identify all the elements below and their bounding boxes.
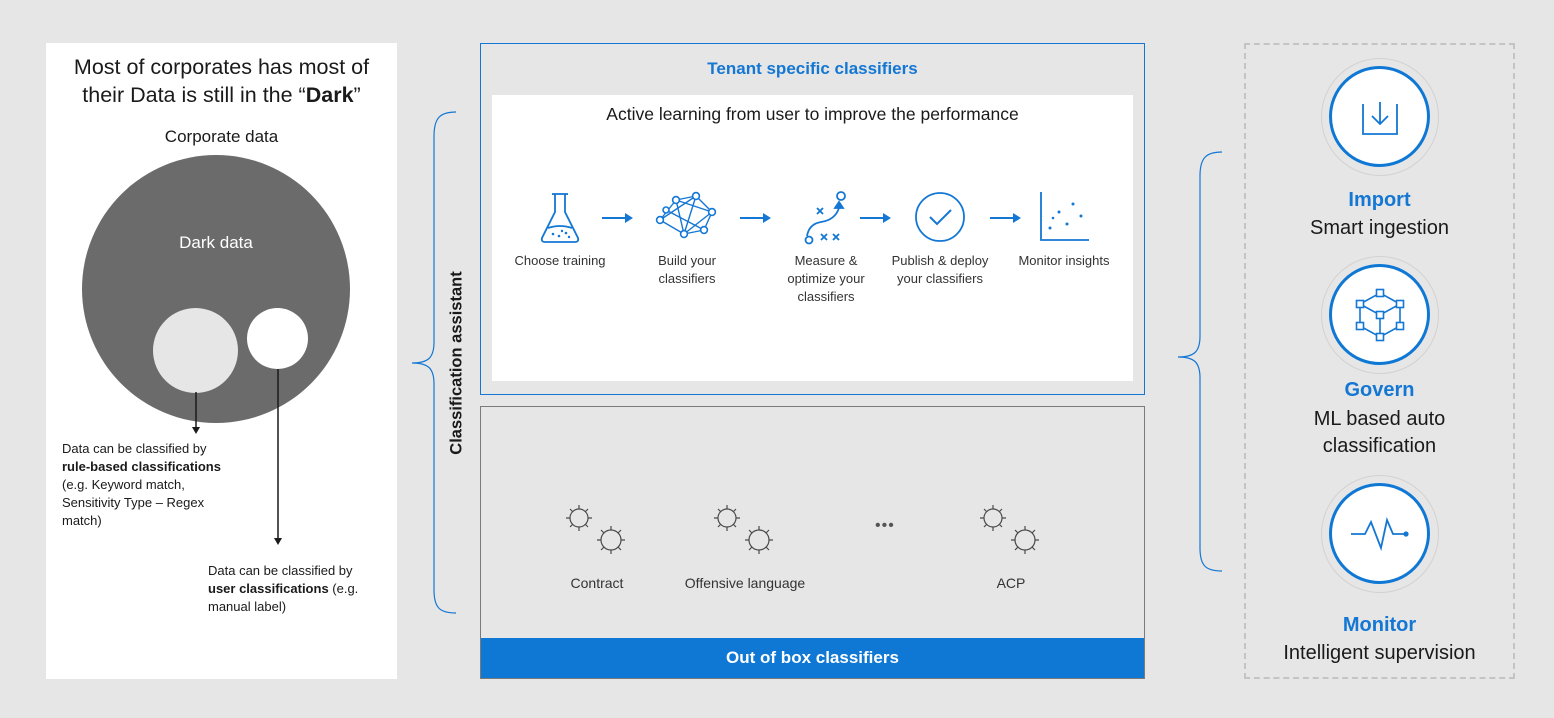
arrow-right-icon bbox=[740, 213, 771, 223]
checkmark-icon bbox=[915, 192, 965, 242]
user-classification-note: Data can be classified by user classific… bbox=[208, 562, 388, 616]
active-learning-title: Active learning from user to improve the… bbox=[606, 104, 1019, 124]
arrow-right-icon bbox=[602, 213, 633, 223]
dark-data-panel: Most of corporates has most of their Dat… bbox=[46, 43, 397, 679]
rule-note-suffix: (e.g. Keyword match, Sensitivity Type – … bbox=[62, 477, 205, 528]
ellipsis: ••• bbox=[875, 517, 895, 534]
classification-assistant-label: Classification assistant bbox=[447, 271, 466, 455]
out-of-box-title: Out of box classifiers bbox=[726, 648, 899, 667]
monitor-ring-inner bbox=[1329, 483, 1430, 584]
bug-icon bbox=[566, 505, 625, 554]
download-tray-icon bbox=[1361, 101, 1398, 135]
step-label: Choose training bbox=[514, 253, 606, 268]
left-brace bbox=[411, 111, 457, 614]
user-note-bold: user classifications bbox=[208, 581, 329, 596]
govern-ring-inner bbox=[1329, 264, 1430, 365]
flask-icon bbox=[540, 193, 580, 243]
bug-icon bbox=[714, 505, 773, 554]
user-note-prefix: Data can be classified by bbox=[208, 563, 353, 578]
govern-title: Govern bbox=[1344, 379, 1415, 401]
headline-line-2-suffix: ” bbox=[353, 83, 361, 107]
import-subtitle: Smart ingestion bbox=[1310, 217, 1449, 239]
step-label: Publish & deploy your classifiers bbox=[891, 253, 989, 286]
strategy-icon bbox=[804, 191, 846, 245]
rule-note-prefix: Data can be classified by bbox=[62, 441, 207, 456]
step-label: Build your classifiers bbox=[658, 253, 716, 286]
pulse-icon bbox=[1350, 516, 1409, 551]
active-learning-box: Active learning from user to improve the… bbox=[492, 95, 1133, 381]
corporate-data-label: Corporate data bbox=[164, 127, 279, 146]
headline: Most of corporates has most of their Dat… bbox=[46, 53, 397, 109]
import-ring-inner bbox=[1329, 66, 1430, 167]
govern-subtitle-line-2: classification bbox=[1322, 435, 1437, 457]
user-note-suffix: (e.g. manual label) bbox=[208, 581, 359, 614]
govern-ring bbox=[1321, 256, 1439, 374]
monitor-subtitle: Intelligent supervision bbox=[1283, 642, 1476, 664]
cube-network-icon bbox=[1355, 288, 1404, 341]
classifier-label-acp: ACP bbox=[996, 575, 1026, 591]
monitor-title: Monitor bbox=[1342, 614, 1417, 636]
connector-arrows bbox=[192, 369, 282, 545]
headline-bold-word: Dark bbox=[305, 83, 354, 107]
arrow-right-icon bbox=[990, 213, 1021, 223]
headline-line-2-prefix: their Data is still in the “ bbox=[82, 83, 306, 107]
step-measure-optimize: Measure & optimize your classifiers bbox=[776, 190, 876, 306]
step-label: Monitor insights bbox=[1018, 253, 1110, 268]
import-ring bbox=[1321, 58, 1439, 176]
step-build-classifiers: Build your classifiers bbox=[637, 190, 737, 288]
capabilities-panel: Import Smart ingestion Govern ML based a… bbox=[1244, 43, 1515, 679]
classifier-label-offensive: Offensive language bbox=[684, 575, 806, 591]
tenant-classifiers-panel: Tenant specific classifiers Active learn… bbox=[480, 43, 1145, 395]
bug-icon bbox=[980, 505, 1039, 554]
step-publish-deploy: Publish & deploy your classifiers bbox=[890, 190, 990, 288]
arrow-right-icon bbox=[860, 213, 891, 223]
out-of-box-bar: Out of box classifiers bbox=[481, 638, 1144, 678]
govern-subtitle: ML based auto classification bbox=[1246, 406, 1513, 460]
out-of-box-panel: ••• Contract Offensive language ACP Out … bbox=[480, 406, 1145, 679]
right-brace bbox=[1177, 151, 1223, 572]
import-title: Import bbox=[1348, 189, 1411, 211]
dark-data-label: Dark data bbox=[179, 233, 253, 252]
rule-based-data-circle bbox=[153, 308, 238, 393]
monitor-ring bbox=[1321, 475, 1439, 593]
classifier-label-contract: Contract bbox=[570, 575, 624, 591]
step-monitor-insights: Monitor insights bbox=[1014, 190, 1114, 270]
user-classified-data-circle bbox=[247, 308, 308, 369]
network-icon bbox=[655, 191, 717, 239]
step-label: Measure & optimize your classifiers bbox=[787, 253, 865, 304]
scatter-icon bbox=[1040, 192, 1089, 241]
govern-subtitle-line-1: ML based auto bbox=[1313, 408, 1446, 430]
rule-note-bold: rule-based classifications bbox=[62, 459, 221, 474]
headline-line-1: Most of corporates has most of bbox=[73, 55, 370, 79]
tenant-title: Tenant specific classifiers bbox=[707, 59, 918, 78]
step-choose-training: Choose training bbox=[510, 190, 610, 270]
rule-based-note: Data can be classified by rule-based cla… bbox=[62, 440, 242, 530]
